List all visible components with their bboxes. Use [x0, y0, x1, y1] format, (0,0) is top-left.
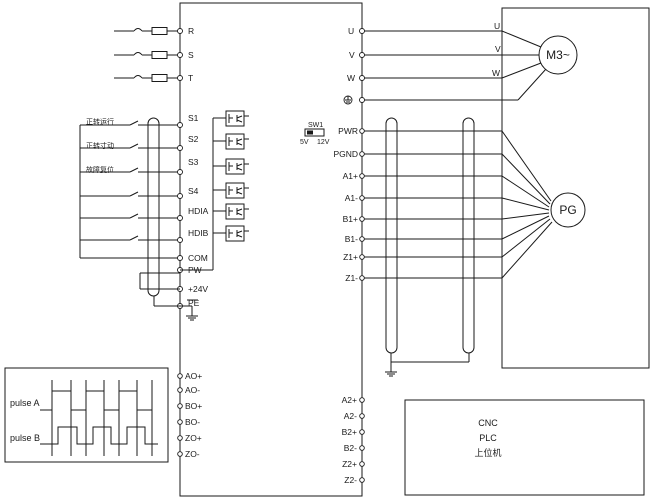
terminal-label-t: T: [188, 73, 193, 83]
encoder-terminals: PWR PGND A1+ A1- B1+ B1- Z1+ Z1-: [333, 126, 553, 283]
power-input-t: T: [114, 73, 193, 83]
terminal-label-b1-plus: B1+: [343, 214, 358, 224]
terminal-label-b2-plus: B2+: [342, 427, 357, 437]
terminal-label-a1-plus: A1+: [343, 171, 358, 181]
terminal-label-pwr: PWR: [338, 126, 358, 136]
terminal-label-s3: S3: [188, 157, 199, 167]
terminal-label-v: V: [349, 50, 355, 60]
terminal-label-24v: +24V: [188, 284, 208, 294]
function-label: 正转寸动: [86, 141, 114, 150]
terminal-label-u: U: [348, 26, 354, 36]
terminal-label-hdia: HDIA: [188, 206, 209, 216]
switch-title: SW1: [308, 122, 323, 129]
terminal-label-zo-plus: ZO+: [185, 433, 202, 443]
motor-enclosure: [501, 7, 650, 369]
fuse-icon: [151, 51, 168, 59]
motor-label: M3~: [546, 48, 570, 62]
terminal-label-s1: S1: [188, 113, 199, 123]
waveform-label-a: pulse A: [10, 398, 40, 408]
terminal-label-z2-minus: Z2-: [344, 475, 357, 485]
controller-host: 上位机: [474, 447, 501, 458]
switch-left-label: 5V: [300, 139, 309, 146]
terminal-label-bo-plus: BO+: [185, 401, 202, 411]
switch-right-label: 12V: [317, 139, 330, 146]
terminal-label-ao-minus: AO-: [185, 385, 200, 395]
terminal-label-z2-plus: Z2+: [342, 459, 357, 469]
terminal-label-w: W: [347, 73, 355, 83]
controller-box: [404, 399, 645, 496]
sw1-switch: SW1 5V 12V: [300, 122, 330, 146]
optocoupler-icon: [225, 158, 249, 175]
terminal-label-s4: S4: [188, 186, 199, 196]
pulse-out-terminals: A2+ A2- B2+ B2- Z2+ Z2-: [342, 395, 365, 485]
terminal-label-a2-minus: A2-: [344, 411, 357, 421]
terminal-label-hdib: HDIB: [188, 228, 209, 238]
ground-icon: [343, 95, 353, 105]
terminal-label-a1-minus: A1-: [345, 193, 358, 203]
terminal-label-pe: PE: [188, 298, 200, 308]
terminal-label-b1-minus: B1-: [345, 234, 358, 244]
dip-switch-icon: [304, 128, 325, 137]
controller-plc: PLC: [479, 433, 497, 443]
terminal-label-ao-plus: AO+: [185, 371, 202, 381]
pulse-b-waveform: [40, 426, 158, 445]
waveform-label-b: pulse B: [10, 433, 40, 443]
terminal-label-s2: S2: [188, 134, 199, 144]
terminal-label-r: R: [188, 26, 194, 36]
motor-phase-w: W: [492, 68, 500, 78]
terminal-label-b2-minus: B2-: [344, 443, 357, 453]
power-input-r: R: [114, 26, 194, 36]
motor-outputs: U V W U V W: [343, 21, 547, 105]
terminal-label-a2-plus: A2+: [342, 395, 357, 405]
motor-phase-u: U: [494, 21, 500, 31]
pulse-a-waveform: [40, 390, 152, 411]
terminal-label-pgnd: PGND: [333, 149, 358, 159]
waveform-guides: [51, 380, 153, 456]
drive-unit: [179, 2, 363, 497]
ground-icon: [385, 371, 397, 377]
optocoupler-group: [212, 110, 249, 270]
encoder-label: PG: [559, 203, 576, 217]
cable-shield-icon: [147, 117, 160, 297]
cable-shield-icon: [462, 117, 475, 354]
terminal-label-bo-minus: BO-: [185, 417, 200, 427]
optocoupler-icon: [225, 182, 249, 199]
terminal-label-zo-minus: ZO-: [185, 449, 200, 459]
fuse-icon: [151, 74, 168, 82]
cable-shield-icon: [385, 117, 398, 354]
controller-cnc: CNC: [478, 418, 498, 428]
terminal-label-z1-plus: Z1+: [343, 252, 358, 262]
encoder-icon: [550, 192, 586, 228]
terminal-label-com: COM: [188, 253, 208, 263]
terminal-label-s: S: [188, 50, 194, 60]
fuse-icon: [151, 27, 168, 35]
power-input-s: S: [114, 50, 194, 60]
motor-phase-v: V: [495, 44, 501, 54]
terminal-label-z1-minus: Z1-: [345, 273, 358, 283]
function-label: 故障复位: [86, 165, 114, 174]
function-label: 正转运行: [86, 117, 114, 126]
motor-icon: [538, 35, 578, 75]
analog-outputs: AO+ AO- BO+ BO- ZO+ ZO-: [177, 371, 202, 459]
